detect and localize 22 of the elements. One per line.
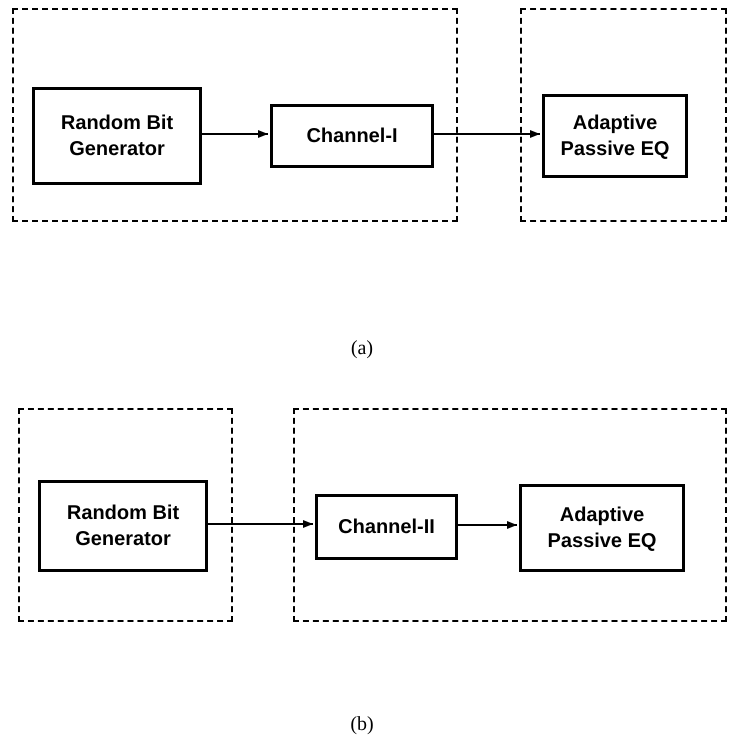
box-label: Channel-II [337,515,436,540]
arrow [200,130,268,138]
dashed-group-box [293,408,727,622]
arrow [456,521,517,529]
process-box [270,104,434,168]
panel-label: (b) [350,712,374,737]
process-box [38,480,208,572]
box-label: Random Bit Generator [60,111,174,162]
arrow [206,520,313,528]
dashed-group-box [12,8,458,222]
panel-label: (a) [350,336,374,361]
dashed-group-box [18,408,233,622]
process-box [542,94,688,178]
dashed-group-box [520,8,727,222]
process-box [519,484,685,572]
arrow [432,130,540,138]
process-box [32,87,202,185]
box-label: Adaptive Passive EQ [560,111,670,162]
box-label: Adaptive Passive EQ [546,503,658,554]
process-box [315,494,458,560]
box-label: Random Bit Generator [66,501,180,552]
box-label: Channel-I [305,124,399,149]
